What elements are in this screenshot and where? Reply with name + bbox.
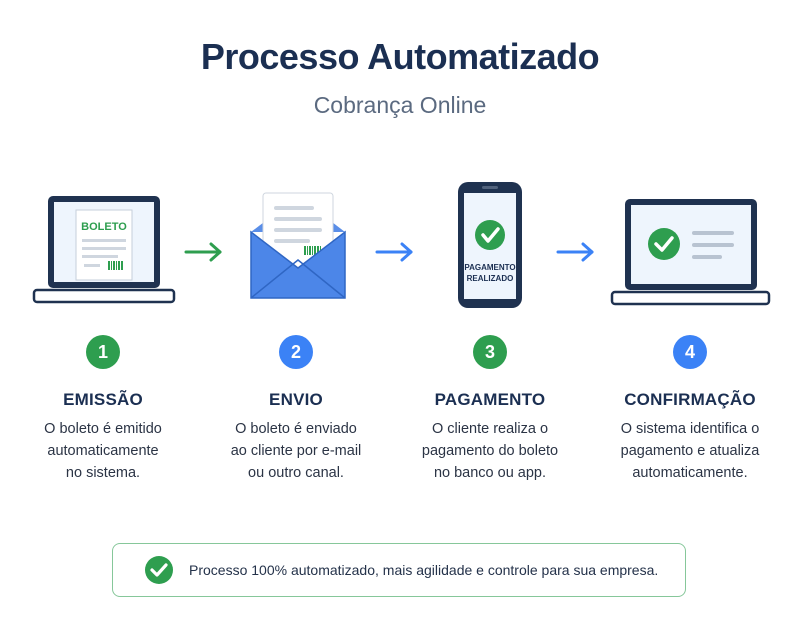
step-number-badge: 2 bbox=[279, 335, 313, 369]
step-description-pagamento: O cliente realiza o pagamento do boleto … bbox=[395, 418, 585, 484]
laptop-boleto-illustration: BOLETO bbox=[32, 196, 176, 304]
step-description-envio: O boleto é enviado ao cliente por e-mail… bbox=[201, 418, 391, 484]
page-subtitle: Cobrança Online bbox=[313, 92, 487, 118]
description-line: ou outro canal. bbox=[248, 465, 344, 481]
step-title-confirmacao: CONFIRMAÇÃO bbox=[624, 390, 756, 409]
step-title-emissao: EMISSÃO bbox=[63, 390, 143, 409]
step-description-confirmacao: O sistema identifica o pagamento e atual… bbox=[595, 418, 785, 484]
description-line: ao cliente por e-mail bbox=[230, 443, 362, 459]
step-title-envio: ENVIO bbox=[269, 390, 323, 409]
description-line: O boleto é emitido bbox=[44, 421, 162, 437]
description-line: automaticamente bbox=[47, 443, 159, 459]
payment-done-label-line-1: PAGAMENTO bbox=[464, 263, 515, 272]
check-circle-icon bbox=[475, 220, 505, 250]
description-line: O sistema identifica o bbox=[620, 421, 760, 437]
barcode-icon bbox=[108, 261, 123, 270]
laptop-confirmation-illustration bbox=[610, 199, 771, 306]
arrow-right-icon bbox=[375, 242, 413, 262]
check-circle-icon bbox=[648, 228, 680, 260]
description-line: O boleto é enviado bbox=[235, 421, 357, 437]
step-title-pagamento: PAGAMENTO bbox=[434, 390, 546, 409]
description-line: no sistema. bbox=[65, 465, 141, 481]
arrow-right-icon bbox=[184, 242, 222, 262]
description-line: pagamento do boleto bbox=[421, 443, 559, 459]
description-line: automaticamente. bbox=[632, 465, 748, 481]
step-number-badge: 4 bbox=[673, 335, 707, 369]
envelope-letter-illustration bbox=[250, 192, 346, 299]
step-description-emissao: O boleto é emitido automaticamente no si… bbox=[8, 418, 198, 484]
description-line: O cliente realiza o bbox=[431, 421, 549, 437]
phone-payment-illustration: PAGAMENTO REALIZADO bbox=[458, 182, 522, 308]
step-number-badge: 1 bbox=[86, 335, 120, 369]
boleto-label: BOLETO bbox=[81, 221, 127, 233]
arrow-right-icon bbox=[556, 242, 594, 262]
page-title: Processo Automatizado bbox=[200, 36, 600, 77]
check-circle-icon bbox=[145, 556, 173, 584]
description-line: pagamento e atualiza bbox=[620, 443, 760, 459]
summary-banner: Processo 100% automatizado, mais agilida… bbox=[112, 543, 686, 597]
payment-done-label-line-2: REALIZADO bbox=[467, 274, 514, 283]
step-number-badge: 3 bbox=[473, 335, 507, 369]
summary-banner-text: Processo 100% automatizado, mais agilida… bbox=[189, 562, 659, 578]
description-line: no banco ou app. bbox=[433, 465, 547, 481]
